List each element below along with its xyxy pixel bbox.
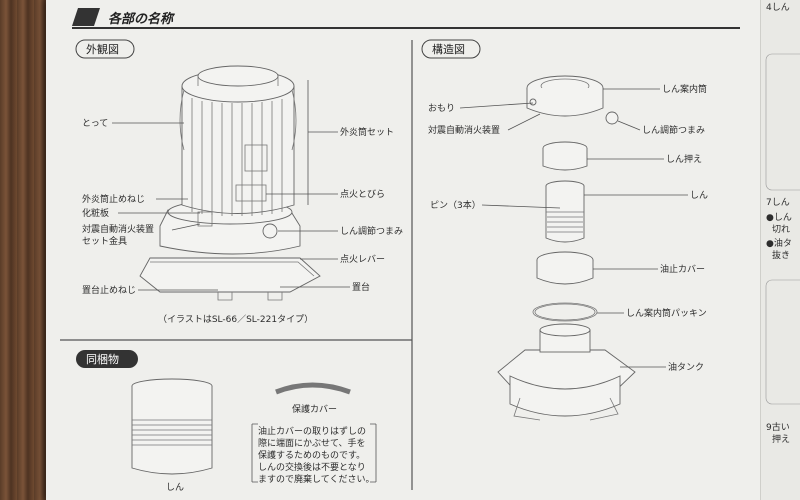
label-base: 置台 — [352, 281, 370, 293]
right-mid-4: ●油タ — [766, 237, 792, 249]
note-line-1: 油止カバーの取りはずしの — [258, 425, 366, 437]
label-wick: しん — [690, 190, 708, 201]
adjacent-page — [760, 0, 800, 500]
label-ignition-lever: 点火レバー — [340, 254, 385, 265]
label-packing: しん案内筒パッキン — [626, 307, 707, 319]
bundled-section-label: 同梱物 — [86, 352, 119, 366]
right-mid-1: 7しん — [766, 197, 790, 208]
heater-structure-drawing — [497, 75, 636, 421]
label-weight: おもり — [428, 103, 455, 114]
right-bottom-2: 押え — [772, 433, 790, 445]
label-tank: 油タンク — [668, 361, 704, 373]
heater-exterior-drawing — [139, 65, 321, 301]
bundled-section: 同梱物 しん 保護カバー 油止カバーの取りはずしの 際に端面にかぶせて、手を 保… — [76, 350, 377, 493]
label-decor-plate: 化粧板 — [82, 207, 109, 219]
label-seismic-device: 対震自動消火装置 — [428, 124, 500, 136]
label-wick-knob-exterior: しん調節つまみ — [340, 225, 403, 237]
label-ignition-door: 点火とびら — [340, 189, 385, 200]
structure-section: 構造図 — [421, 39, 708, 421]
header-bar: 各部の名称 — [72, 8, 740, 29]
protective-cover-drawing — [275, 382, 351, 395]
page-header-title: 各部の名称 — [108, 11, 176, 27]
label-seismic-bracket-line1: 対震自動消火装置 — [82, 223, 154, 235]
label-oil-cover: 油止カバー — [660, 263, 705, 275]
right-mid-3: 切れ — [772, 224, 790, 235]
structure-section-label: 構造図 — [432, 42, 465, 56]
right-mid-2: ●しん — [766, 212, 792, 223]
note-line-4: しんの交換後は不要となり — [258, 461, 366, 473]
label-outer-cylinder-screw: 外炎筒止めねじ — [82, 193, 145, 205]
structure-callouts: しん案内筒 おもり 対震自動消火装置 しん調節つまみ しん押え しん ピン（3本… — [428, 83, 708, 373]
exterior-caption: （イラストはSL-66／SL-221タイプ） — [158, 314, 313, 325]
bundled-note: 油止カバーの取りはずしの 際に端面にかぶせて、手を 保護するためのものです。 し… — [251, 423, 377, 485]
note-line-2: 際に端面にかぶせて、手を — [258, 437, 366, 449]
label-pin: ピン（3本） — [430, 199, 481, 211]
spare-wick-drawing — [131, 378, 213, 475]
note-line-3: 保護するためのものです。 — [258, 449, 365, 461]
right-bottom-1: 9古い — [766, 421, 790, 433]
label-wick-knob-structure: しん調節つまみ — [642, 124, 705, 136]
label-handle: とって — [82, 118, 108, 129]
label-base-screw: 置台止めねじ — [82, 284, 136, 296]
exterior-section: 外観図 — [75, 39, 403, 325]
right-page-fragments: 4しん 7しん ●しん 切れ ●油タ 抜き 9古い 押え — [765, 2, 800, 445]
bundled-cover-label: 保護カバー — [292, 403, 337, 415]
frame-lines — [60, 40, 413, 490]
right-top-text: 4しん — [766, 2, 790, 13]
note-line-5: ますので廃棄してください。 — [258, 473, 374, 485]
label-seismic-bracket-line2: セット金具 — [82, 235, 127, 247]
label-inner-cylinder: しん案内筒 — [662, 83, 707, 95]
label-wick-holder: しん押え — [666, 153, 702, 165]
exterior-callouts: とって 外炎筒セット 外炎筒止めねじ 点火とびら 化粧板 対震自動消火装置 セッ… — [82, 80, 403, 325]
bundled-wick-label: しん — [166, 482, 184, 493]
right-mid-5: 抜き — [772, 249, 790, 261]
exterior-section-label: 外観図 — [86, 42, 119, 56]
label-outer-cylinder-set: 外炎筒セット — [340, 126, 394, 138]
